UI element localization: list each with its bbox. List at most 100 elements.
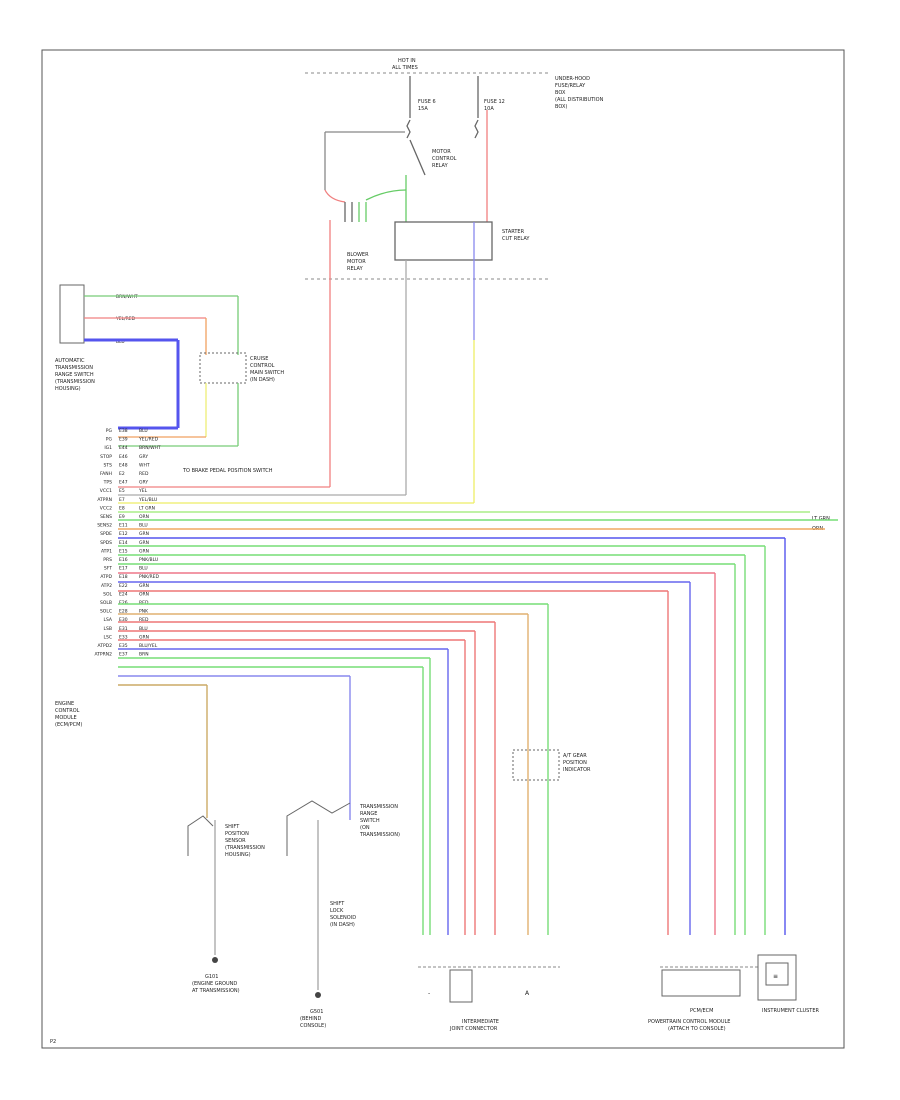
sw2-ground-2: (BEHIND <box>300 1016 322 1022</box>
shift-position-sensor: SHIFT POSITION SENSOR (TRANSMISSION HOUS… <box>187 815 265 994</box>
footer-code: P2 <box>50 1039 56 1045</box>
ecm-pin-code: E15 <box>119 548 128 554</box>
ecm-pin-code: E39 <box>119 437 128 443</box>
connector-left-1: INTERMEDIATE <box>462 1019 499 1025</box>
ecm-pin-color: PNK/BLU <box>139 557 158 563</box>
motor-relay-3: RELAY <box>432 163 449 169</box>
motor-relay-1: MOTOR <box>432 149 451 155</box>
ecm-label-1: ENGINE <box>55 701 74 707</box>
ecm-pin-color: GRN <box>139 531 149 537</box>
ecm-pin-color: YEL/RED <box>138 437 159 443</box>
ecm-pin-color: RED <box>139 471 149 477</box>
fuse-label-3: FUSE 12 <box>484 99 505 105</box>
ecm-pin-name: SPDS <box>100 540 112 546</box>
ecm-pin-code: E16 <box>119 557 128 563</box>
ecm-pin-name: SPDE <box>100 531 112 537</box>
ecm-pin-code: E11 <box>119 523 128 529</box>
sw1-ground-2: (ENGINE GROUND <box>192 981 237 987</box>
ecm-pin-code: E7 <box>119 497 125 503</box>
ecm-pin-code: E28 <box>119 609 128 615</box>
ecm-pin-color: BRN <box>139 652 149 658</box>
ecm-to-label: TO BRAKE PEDAL POSITION SWITCH <box>182 468 273 474</box>
ecm-pin-name: ATPRN2 <box>94 652 112 658</box>
ecm-pin-name: SENS2 <box>97 523 112 529</box>
sw2-ground-3: CONSOLE) <box>300 1023 326 1029</box>
sw1-ground-3: AT TRANSMISSION) <box>192 988 240 994</box>
fuse-label-4: 10A <box>484 106 494 112</box>
ecm-label-4: (ECM/PCM) <box>55 722 82 728</box>
clock-label: A <box>525 990 530 997</box>
range-switch-label-1: AUTOMATIC <box>55 358 85 364</box>
ecm-pin-color: GRY <box>139 454 148 460</box>
sw2-sub-2: LOCK <box>330 908 344 914</box>
ecm-pin-name: ATPD <box>100 574 112 580</box>
ecm-pin-color: BLU/YEL <box>139 643 158 649</box>
blower-label-1: BLOWER <box>347 252 369 258</box>
connector-right-2: (ATTACH TO CONSOLE) <box>668 1026 726 1032</box>
ecm-pin-code: E44 <box>119 445 128 451</box>
sw2-ground-1: G501 <box>310 1009 323 1015</box>
ecm-pin-code: E31 <box>119 626 128 632</box>
ecm-pin-name: SOLB <box>100 600 112 606</box>
motor-relay-2: CONTROL <box>432 156 457 162</box>
sw1-label-2: POSITION <box>225 831 249 837</box>
relay2-label-1: CRUISE <box>250 356 268 362</box>
ecm-pin-code: E9 <box>119 514 125 520</box>
ecm-pin-name: TPS <box>103 480 112 486</box>
ecm-pin-color: GRN <box>139 583 149 589</box>
instrument-label: INSTRUMENT CLUSTER <box>762 1008 820 1014</box>
diagram-frame <box>41 49 845 1049</box>
sw1-label-1: SHIFT <box>225 824 240 830</box>
starter-relay-2: CUT RELAY <box>502 236 530 242</box>
blower-label-3: RELAY <box>347 266 364 272</box>
range-switch-label-5: HOUSING) <box>55 386 81 392</box>
range-switch-label-4: (TRANSMISSION <box>55 379 95 385</box>
ecm-pin-color: BLU <box>139 523 148 529</box>
sw1-ground-1: G101 <box>205 974 218 980</box>
connector-right-1: POWERTRAIN CONTROL MODULE <box>648 1019 730 1025</box>
ecm-pin-name: LSC <box>103 634 112 640</box>
ecm-pin-code: E8 <box>119 505 125 511</box>
ecm-pin-code: E38 <box>119 428 128 434</box>
fuse-label-1: FUSE 6 <box>418 99 436 105</box>
range-wire-3: BLU <box>116 339 125 345</box>
range-switch-module: AUTOMATIC TRANSMISSION RANGE SWITCH (TRA… <box>54 284 239 430</box>
top-note-5: BOX) <box>555 104 567 110</box>
top-note-2: FUSE/RELAY <box>555 83 586 89</box>
ecm-pin-name: PG <box>106 437 113 443</box>
ecm-pin-color: GRN <box>139 540 149 546</box>
ecm-pin-code: E17 <box>119 566 128 572</box>
ecm-pin-code: E26 <box>119 600 128 606</box>
ecm-pin-color: RED <box>139 600 149 606</box>
ecm-pin-color: ORN <box>139 591 149 597</box>
ecm-pin-color: GRY <box>139 480 148 486</box>
sw2-sub-1: SHIFT <box>330 901 345 907</box>
ecm-pin-name: VCC2 <box>100 505 112 511</box>
ecm-pin-name: PRS <box>103 557 112 563</box>
ecm-pin-name: ATP2 <box>101 583 112 589</box>
sw2-label-1: TRANSMISSION <box>359 804 398 810</box>
ecm-pin-code: E30 <box>119 617 128 623</box>
ecm-pin-color: PNK/RED <box>139 574 160 580</box>
top-note-3: BOX <box>555 90 566 96</box>
ecm-pin-color: BLU <box>139 566 148 572</box>
ecm-pin-name: LSA <box>103 617 112 623</box>
ecm-pin-color: WHT <box>139 462 150 468</box>
sw1-label-4: (TRANSMISSION <box>225 845 265 851</box>
transmission-range-switch: TRANSMISSION RANGE SWITCH (ON TRANSMISSI… <box>286 800 400 1029</box>
relay2-label-3: MAIN SWITCH <box>250 370 284 376</box>
ecm-pin-name: SENS <box>100 514 112 520</box>
sw2-sub-4: (IN DASH) <box>330 922 355 928</box>
range-switch-label-3: RANGE SWITCH <box>55 372 94 378</box>
ecm-pin-color: RED <box>139 617 149 623</box>
ecm-pin-code: E35 <box>119 643 128 649</box>
ecm-pin-code: E47 <box>119 480 128 486</box>
ecm-pin-name: FANH <box>100 471 112 477</box>
starter-relay-1: STARTER <box>502 229 525 235</box>
ecm-pin-color: PNK <box>139 609 149 615</box>
instrument-glyph: ≡ <box>773 973 778 980</box>
ecm-pin-code: E5 <box>119 488 125 494</box>
intermediate-joint-connector: - A INTERMEDIATE JOINT CONNECTOR <box>418 966 560 1032</box>
